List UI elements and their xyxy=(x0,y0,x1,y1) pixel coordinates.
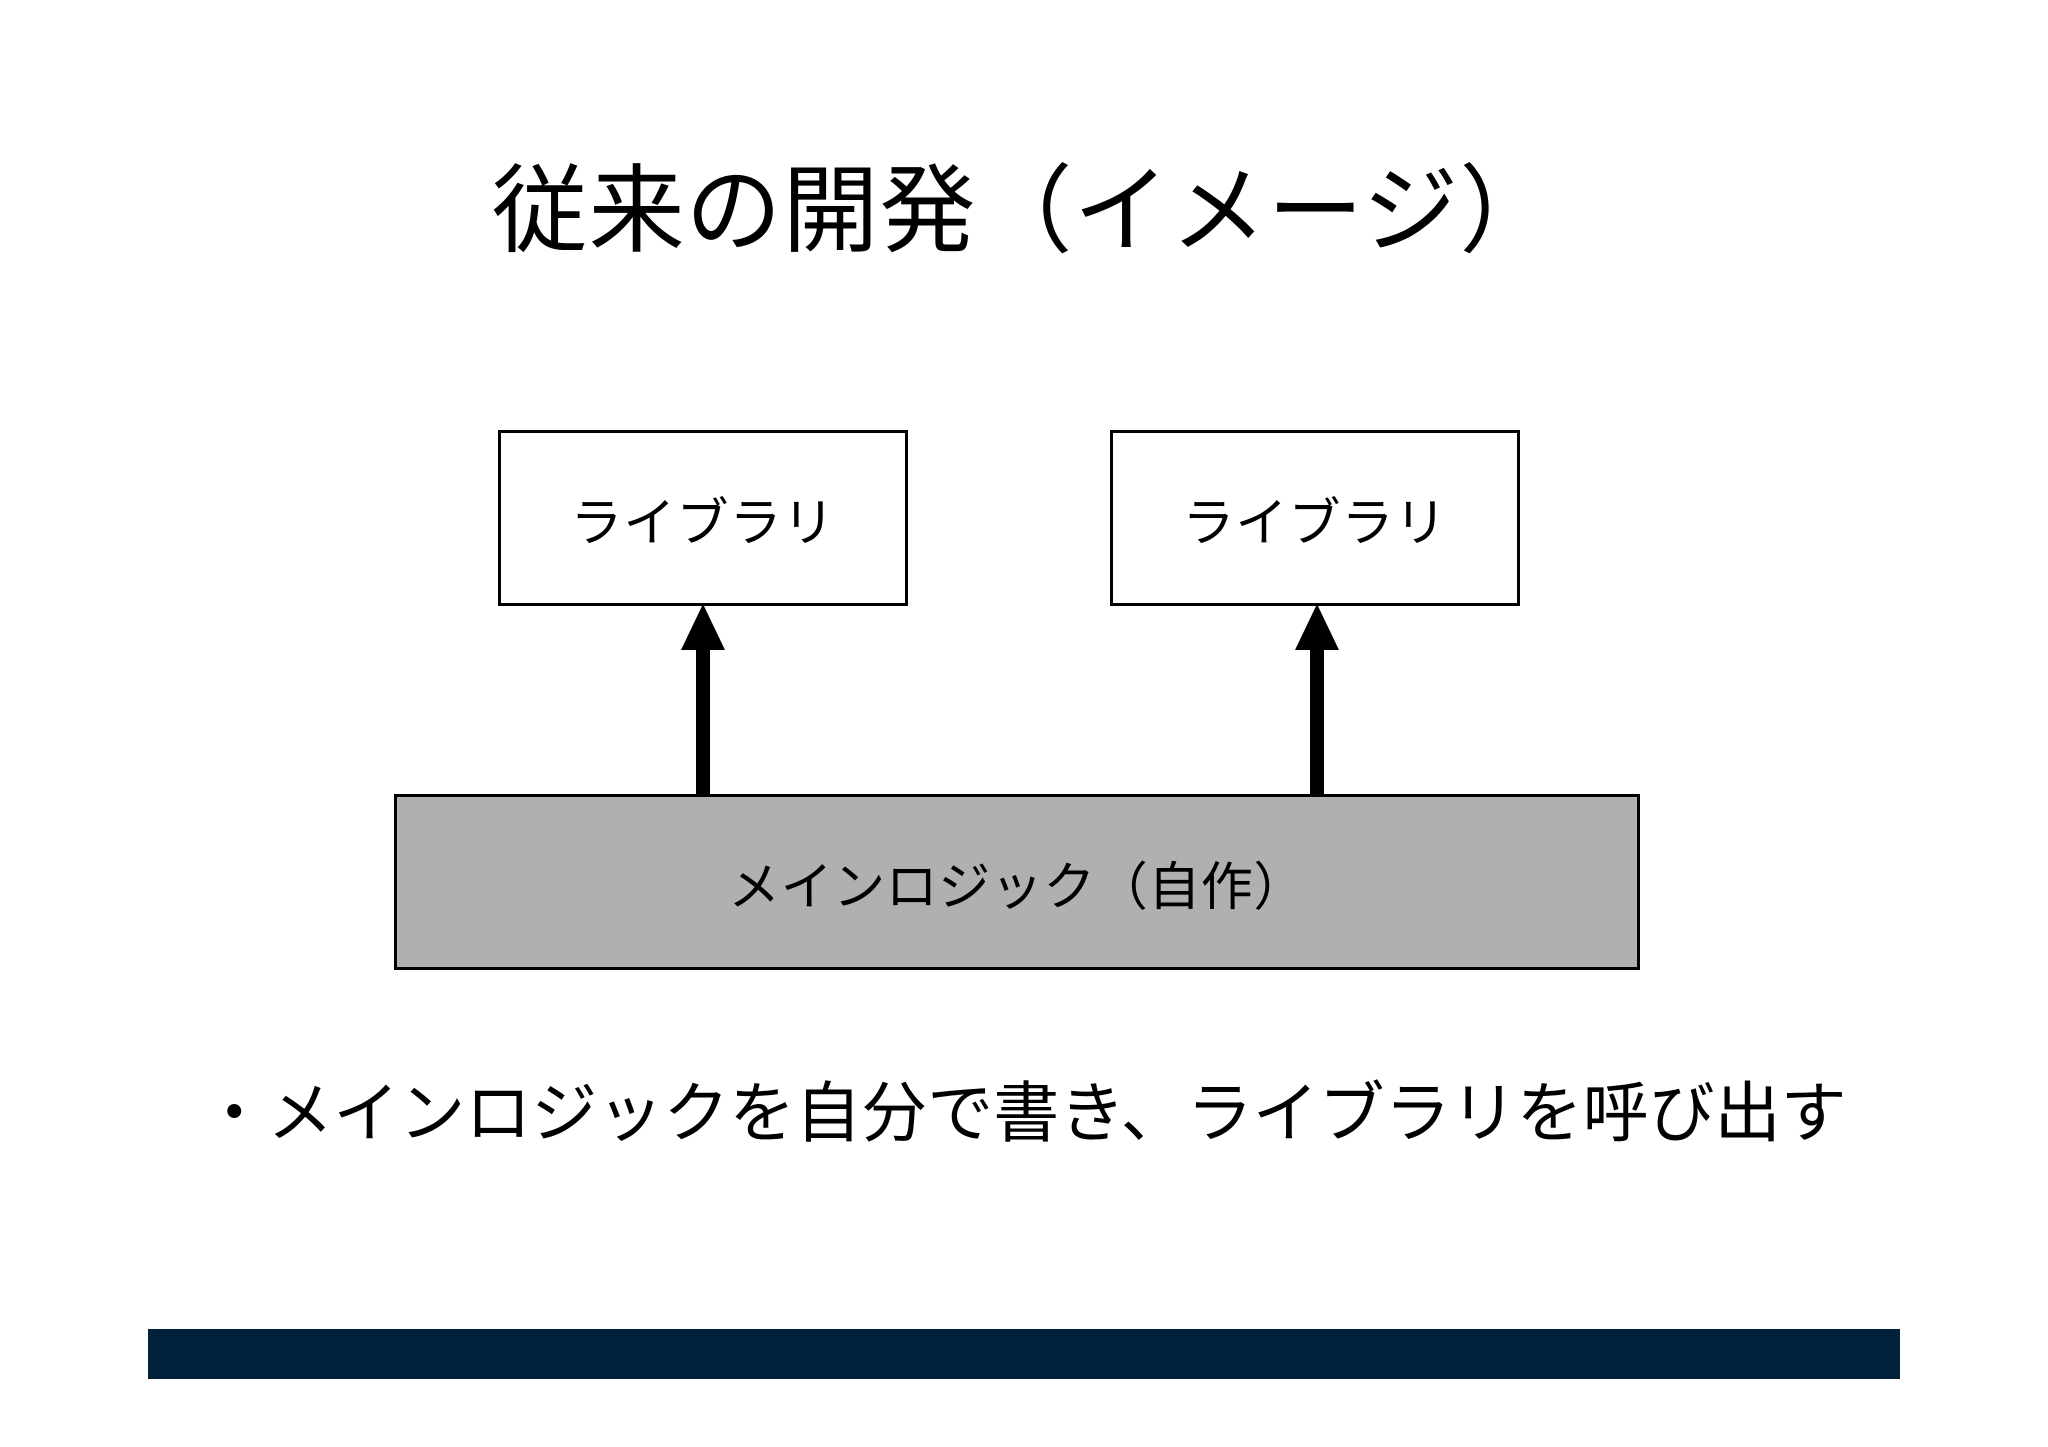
footer-accent-bar xyxy=(148,1329,1900,1379)
page-title: 従来の開発（イメージ） xyxy=(491,158,1557,265)
diagram-node-label: メインロジック（自作） xyxy=(728,858,1306,917)
arrow-up-icon xyxy=(1294,604,1340,796)
diagram-node-library-1: ライブラリ xyxy=(498,430,908,606)
diagram-node-label: ライブラリ xyxy=(1182,494,1448,553)
diagram-node-label: ライブラリ xyxy=(570,494,836,553)
diagram-node-main-logic: メインロジック（自作） xyxy=(394,794,1640,970)
arrow-up-icon xyxy=(680,604,726,796)
bullet-text: ・メインロジックを自分で書き、ライブラリを呼び出す xyxy=(201,1076,1847,1150)
diagram-node-library-2: ライブラリ xyxy=(1110,430,1520,606)
